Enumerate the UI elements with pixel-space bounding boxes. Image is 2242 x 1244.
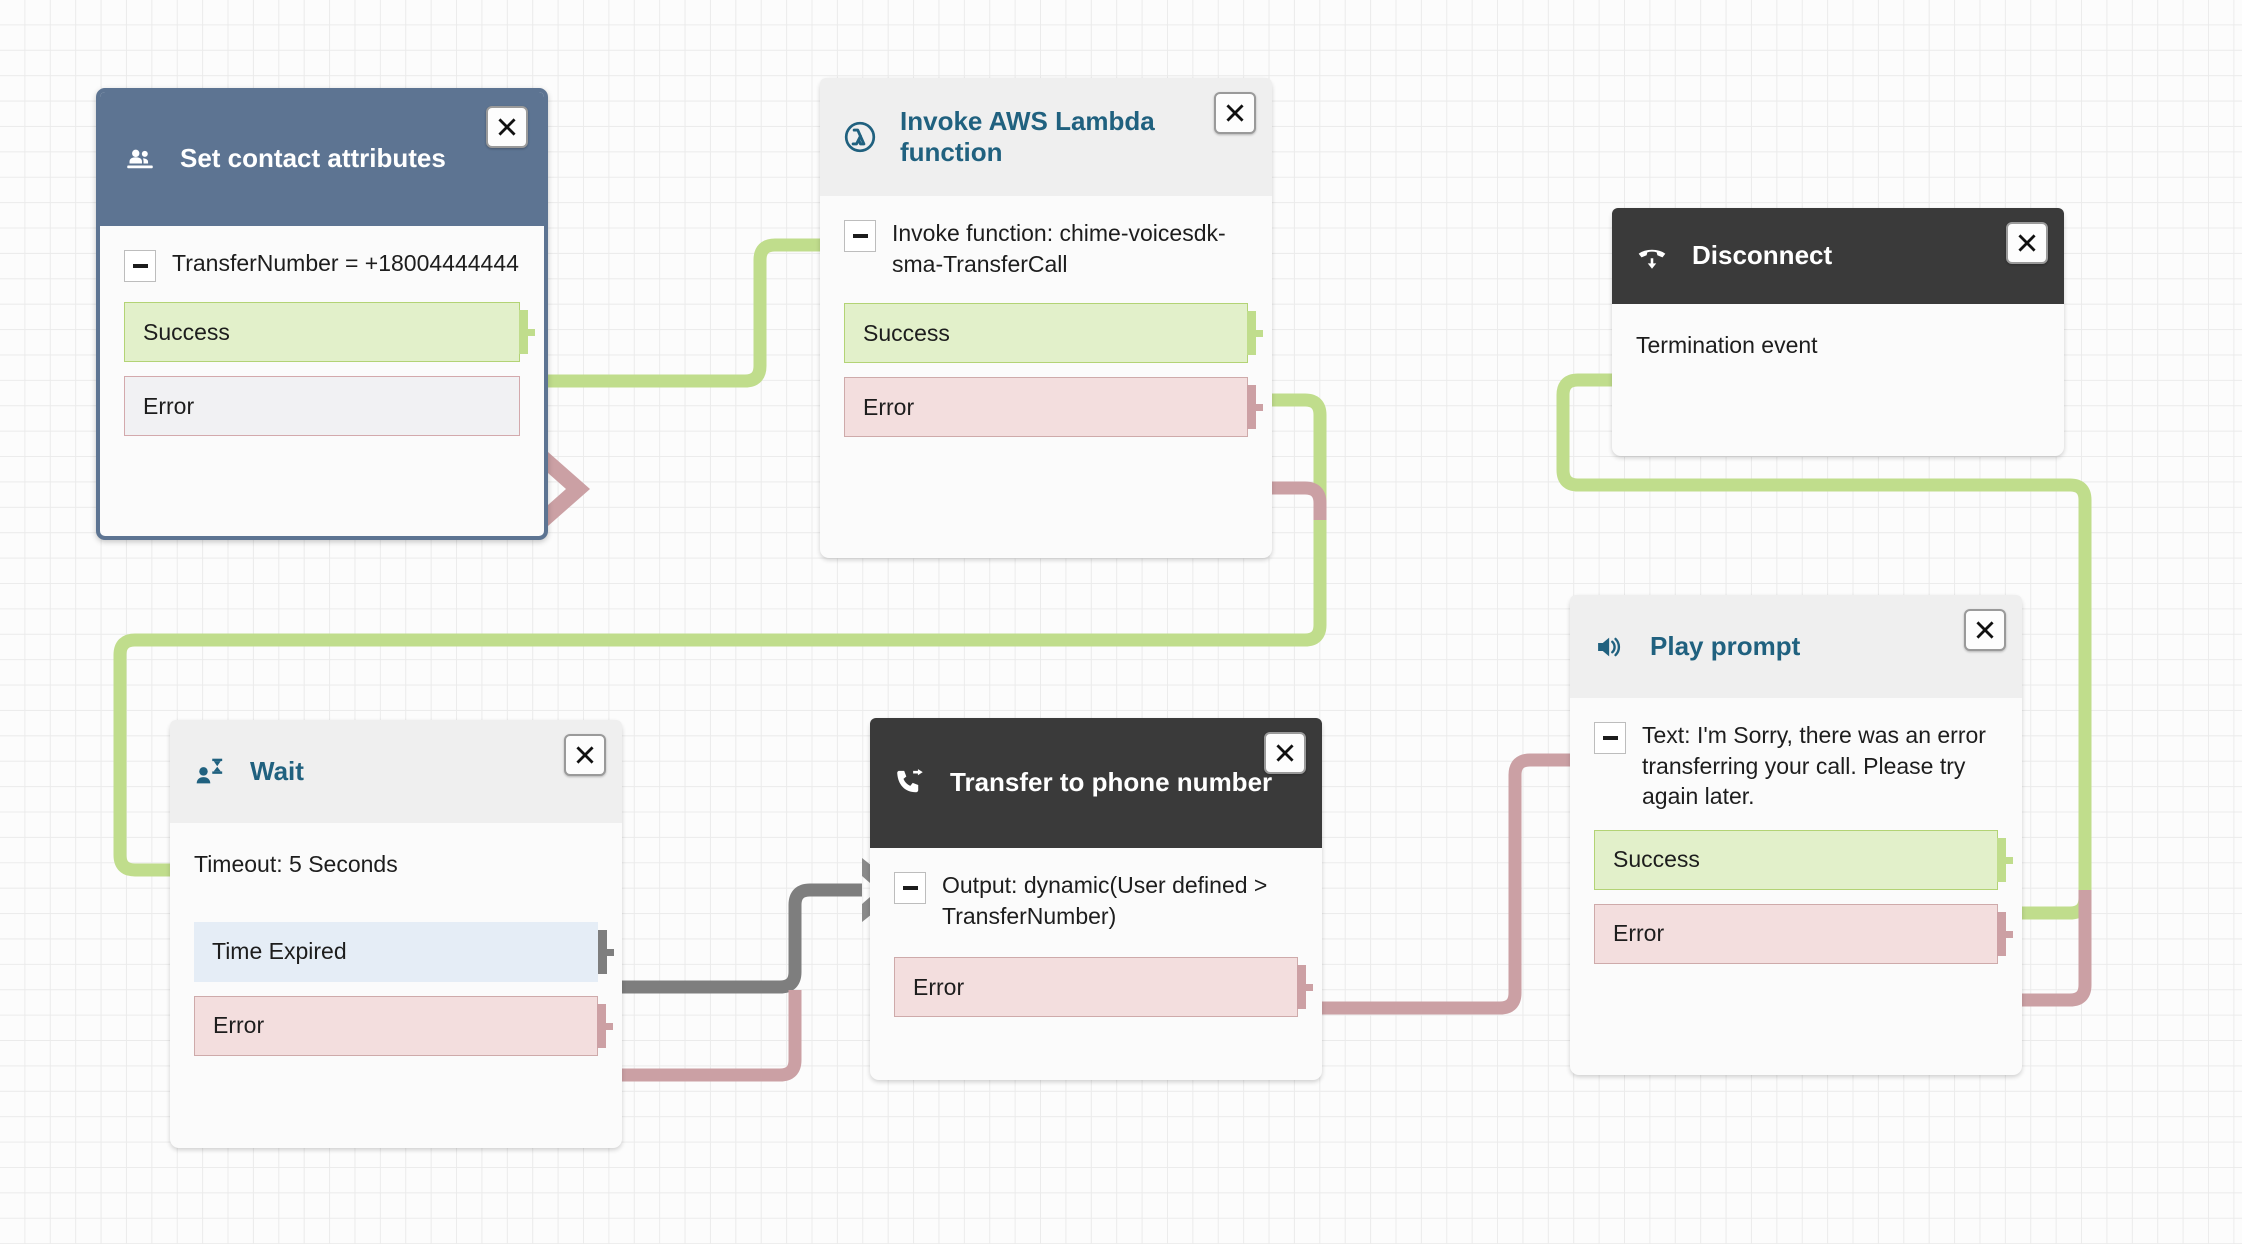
disconnect-icon bbox=[1634, 238, 1670, 274]
port-connector-stub[interactable] bbox=[1247, 385, 1263, 430]
wire-transfer-error-to-playprompt bbox=[1318, 753, 1570, 1015]
body-row: Timeout: 5 Seconds bbox=[194, 849, 598, 880]
node-header: Play prompt bbox=[1570, 595, 2022, 698]
wait-hourglass-icon bbox=[192, 754, 228, 790]
node-body: Invoke function: chime-voicesdk-sma-Tran… bbox=[820, 196, 1272, 463]
close-icon[interactable] bbox=[1264, 732, 1306, 774]
body-text: Text: I'm Sorry, there was an error tran… bbox=[1642, 722, 1986, 810]
port-list: Time Expired Error bbox=[194, 921, 614, 1056]
port-list: Success Error bbox=[124, 302, 535, 436]
body-row: Output: dynamic(User defined > TransferN… bbox=[894, 870, 1298, 931]
port-connector-stub[interactable] bbox=[1297, 965, 1313, 1010]
close-icon[interactable] bbox=[1214, 92, 1256, 134]
node-title: Set contact attributes bbox=[180, 143, 446, 174]
port-list: Success Error bbox=[844, 303, 1263, 438]
body-row: Termination event bbox=[1636, 330, 2040, 361]
port-label: Error bbox=[913, 973, 965, 1000]
node-body: Timeout: 5 Seconds Time Expired Error bbox=[170, 823, 622, 1082]
node-disconnect[interactable]: Disconnect Termination event bbox=[1612, 208, 2064, 456]
port-label: Success bbox=[143, 318, 230, 345]
port-success[interactable]: Success bbox=[1594, 829, 2013, 890]
contact-attributes-icon bbox=[122, 141, 158, 177]
port-success[interactable]: Success bbox=[124, 302, 535, 362]
minus-icon[interactable] bbox=[894, 872, 926, 904]
port-label: Success bbox=[1613, 846, 1700, 873]
lambda-icon bbox=[842, 119, 878, 155]
port-list: Success Error bbox=[1594, 829, 2013, 964]
body-row: Text: I'm Sorry, there was an error tran… bbox=[1594, 720, 1998, 812]
wire-playprompt-error bbox=[2022, 890, 2092, 1007]
node-title: Disconnect bbox=[1692, 240, 1833, 271]
port-connector-stub[interactable] bbox=[597, 1003, 613, 1048]
wire-wait-error bbox=[612, 990, 802, 1082]
node-title: Play prompt bbox=[1650, 630, 1801, 661]
node-set-contact-attributes[interactable]: Set contact attributes TransferNumber = … bbox=[96, 88, 548, 540]
node-play-prompt[interactable]: Play prompt Text: I'm Sorry, there was a… bbox=[1570, 595, 2022, 1075]
node-transfer-to-phone-number[interactable]: Transfer to phone number Output: dynamic… bbox=[870, 718, 1322, 1080]
close-icon[interactable] bbox=[486, 106, 528, 148]
node-header: Disconnect bbox=[1612, 208, 2064, 304]
body-row: Invoke function: chime-voicesdk-sma-Tran… bbox=[844, 218, 1248, 279]
port-connector-stub[interactable] bbox=[598, 929, 614, 974]
minus-icon[interactable] bbox=[844, 220, 876, 252]
port-list: Error bbox=[894, 957, 1313, 1018]
port-success[interactable]: Success bbox=[844, 303, 1263, 364]
port-error[interactable]: Error bbox=[844, 377, 1263, 438]
wire-wait-expired-to-transfer bbox=[612, 883, 862, 994]
body-text: Termination event bbox=[1636, 332, 1818, 358]
port-error[interactable]: Error bbox=[1594, 903, 2013, 964]
body-text: TransferNumber = +18004444444 bbox=[172, 250, 519, 276]
port-error[interactable]: Error bbox=[194, 995, 613, 1056]
port-label: Error bbox=[213, 1012, 265, 1039]
node-body: TransferNumber = +18004444444 Success Er… bbox=[100, 226, 544, 462]
node-header: Invoke AWS Lambda function bbox=[820, 78, 1272, 196]
wire-setattrs-success-to-lambda bbox=[548, 238, 820, 388]
port-error[interactable]: Error bbox=[124, 376, 520, 436]
port-connector-stub[interactable] bbox=[1997, 837, 2013, 882]
node-wait[interactable]: Wait Timeout: 5 Seconds Time Expired Err… bbox=[170, 720, 622, 1148]
minus-icon[interactable] bbox=[1594, 722, 1626, 754]
node-body: Termination event bbox=[1612, 304, 2064, 393]
node-title: Transfer to phone number bbox=[950, 767, 1273, 798]
node-header: Wait bbox=[170, 720, 622, 823]
close-icon[interactable] bbox=[2006, 222, 2048, 264]
close-icon[interactable] bbox=[1964, 609, 2006, 651]
node-invoke-aws-lambda-function[interactable]: Invoke AWS Lambda function Invoke functi… bbox=[820, 78, 1272, 558]
node-header: Set contact attributes bbox=[100, 92, 544, 226]
port-connector-stub[interactable] bbox=[1247, 311, 1263, 356]
port-error[interactable]: Error bbox=[894, 957, 1313, 1018]
node-body: Output: dynamic(User defined > TransferN… bbox=[870, 848, 1322, 1043]
port-label: Error bbox=[1613, 920, 1665, 947]
chevron-setattrs-error-out bbox=[548, 452, 590, 526]
wire-lambda-error bbox=[1272, 481, 1327, 520]
phone-forward-icon bbox=[892, 765, 928, 801]
port-label: Error bbox=[143, 392, 195, 419]
port-connector-stub[interactable] bbox=[519, 310, 535, 354]
port-time-expired[interactable]: Time Expired bbox=[194, 921, 614, 982]
speaker-icon bbox=[1592, 629, 1628, 665]
port-label: Time Expired bbox=[212, 938, 347, 965]
close-icon[interactable] bbox=[564, 734, 606, 776]
node-body: Text: I'm Sorry, there was an error tran… bbox=[1570, 698, 2022, 990]
node-title: Invoke AWS Lambda function bbox=[900, 105, 1155, 167]
body-text: Timeout: 5 Seconds bbox=[194, 851, 398, 877]
node-title: Wait bbox=[250, 755, 304, 786]
body-row: TransferNumber = +18004444444 bbox=[124, 248, 520, 282]
port-label: Error bbox=[863, 393, 915, 420]
body-text: Invoke function: chime-voicesdk-sma-Tran… bbox=[892, 220, 1226, 277]
minus-icon[interactable] bbox=[124, 250, 156, 282]
node-header: Transfer to phone number bbox=[870, 718, 1322, 848]
body-text: Output: dynamic(User defined > TransferN… bbox=[942, 872, 1268, 929]
port-connector-stub[interactable] bbox=[1997, 911, 2013, 956]
port-label: Success bbox=[863, 319, 950, 346]
